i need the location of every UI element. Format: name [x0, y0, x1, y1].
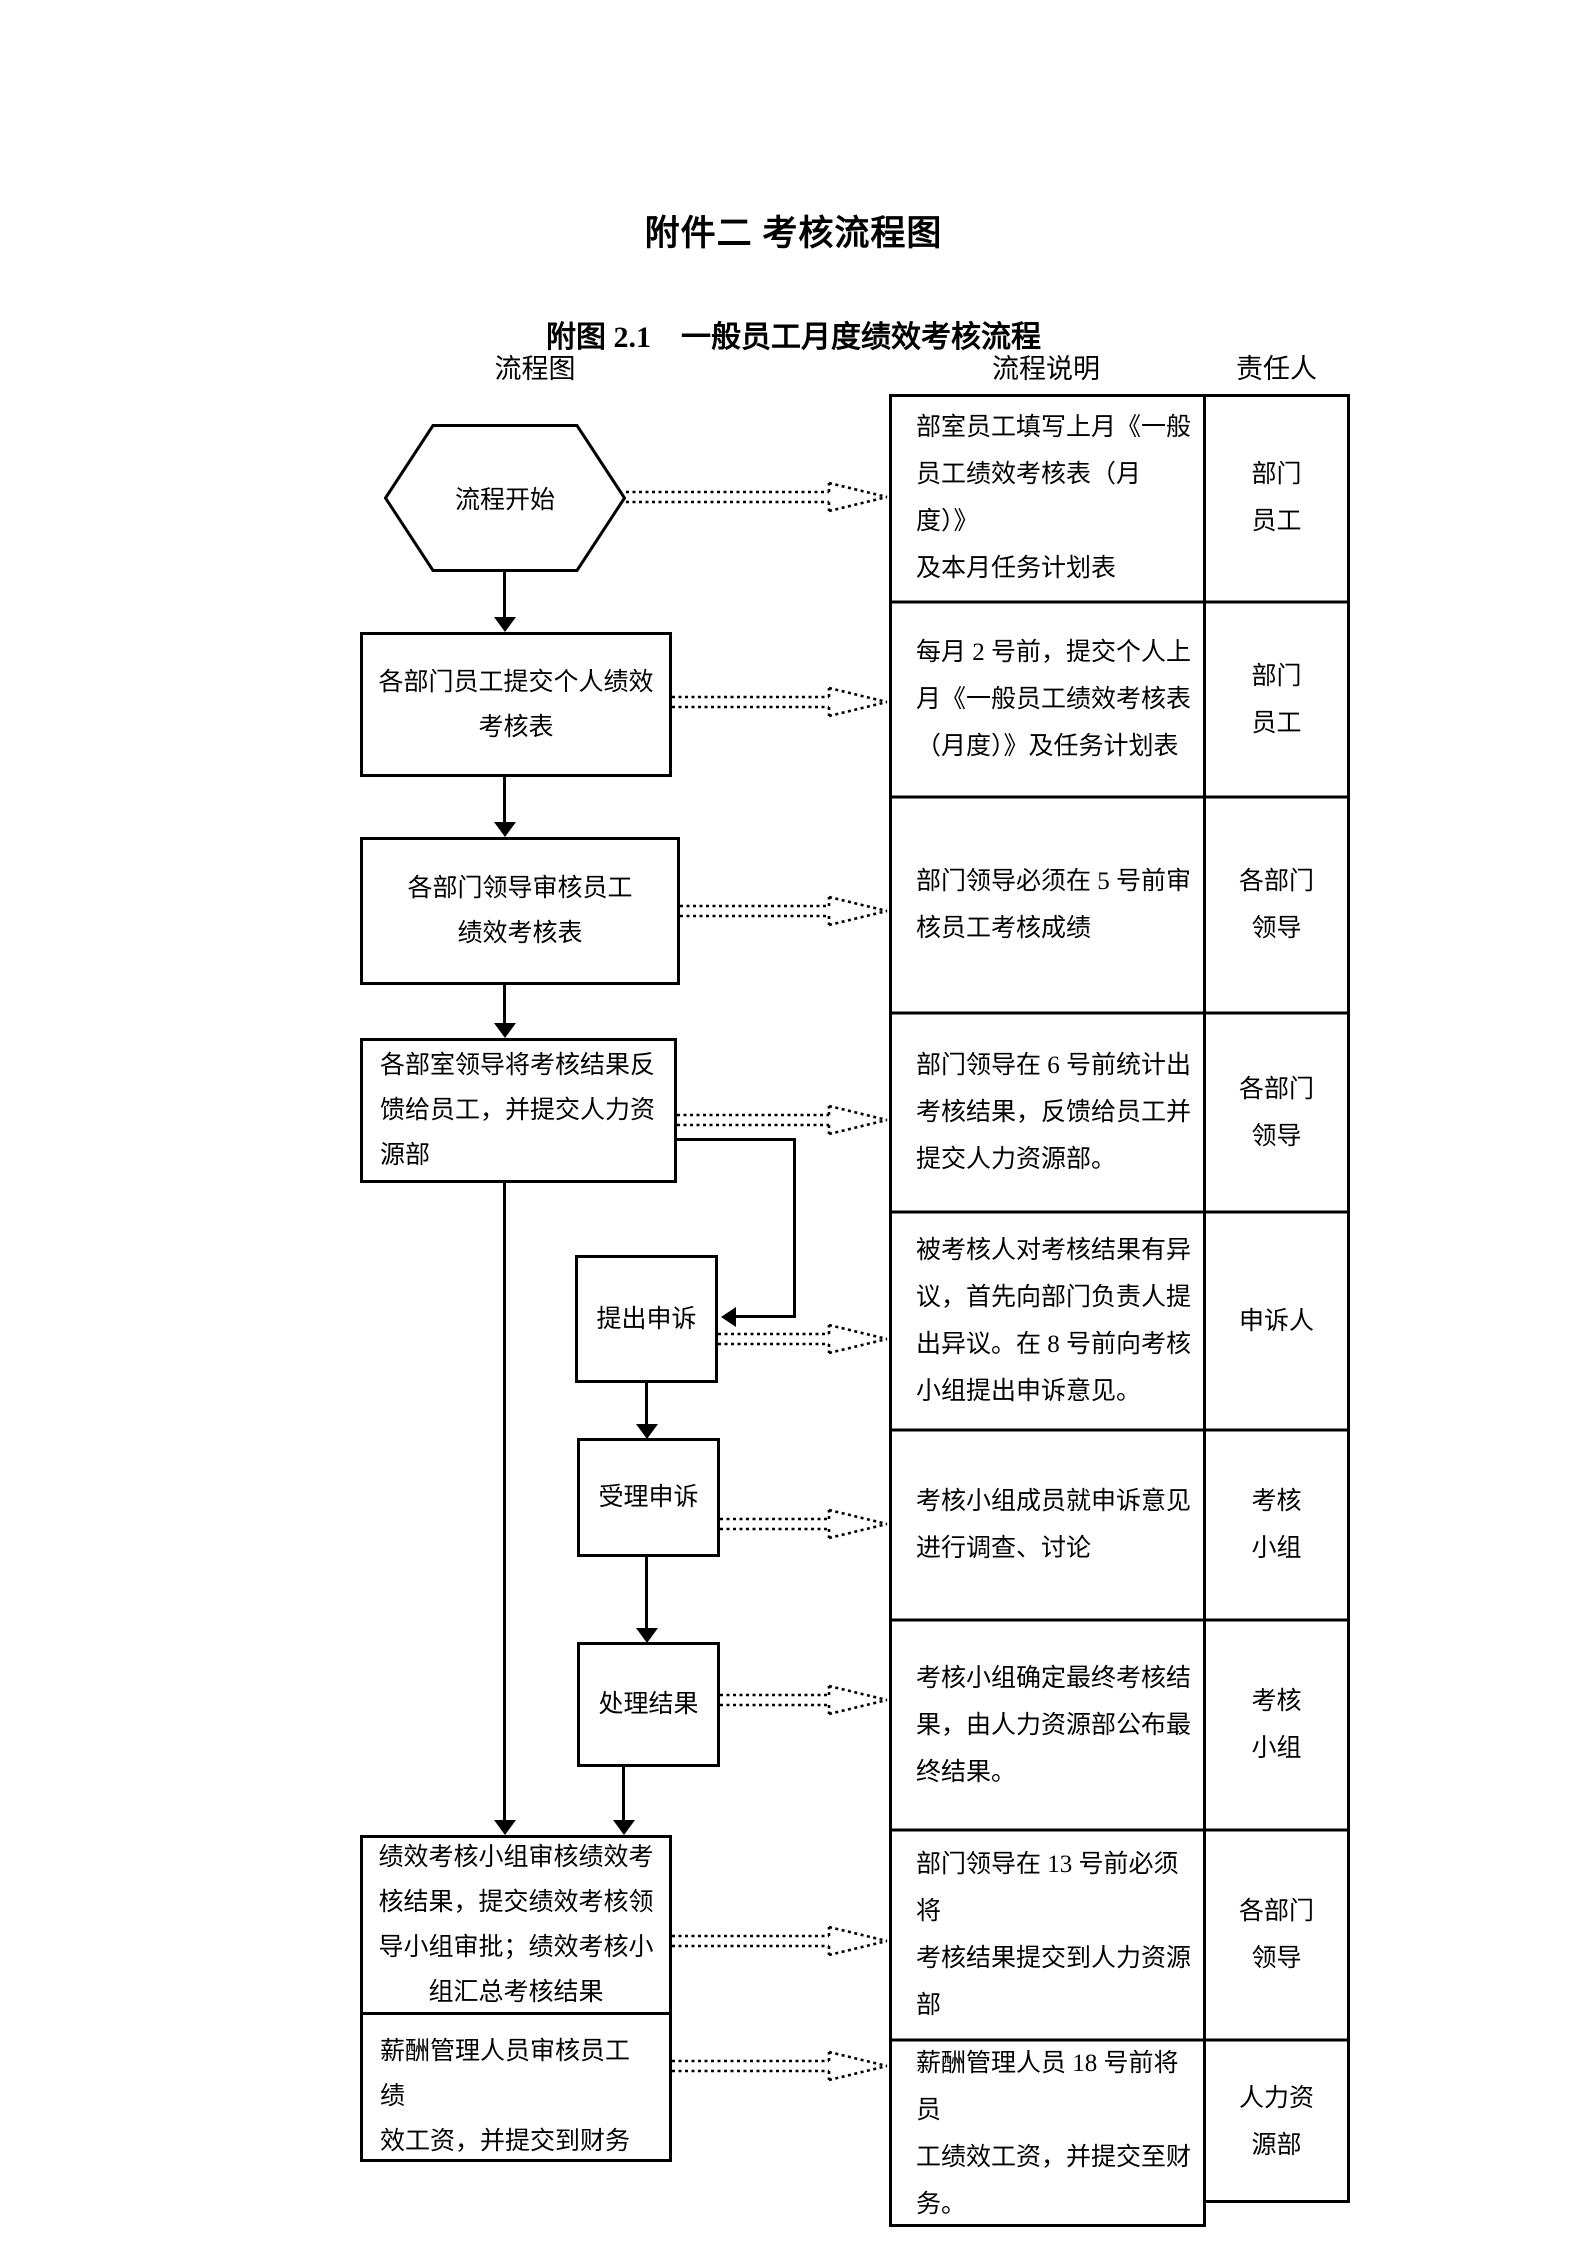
flow-node-appeal: 提出申诉: [575, 1255, 718, 1383]
table-row-7-description: 考核小组确定最终考核结 果，由人力资源部公布最 终结果。: [916, 1664, 1192, 1786]
connector-submit-review: [503, 777, 506, 823]
flow-node-start: 流程开始: [384, 424, 626, 572]
connector-feedback-summary: [503, 1183, 506, 1821]
table-row-6-description: 考核小组成员就申诉意见 进行调查、讨论: [916, 1488, 1192, 1562]
table-row-6-responsible: 考核 小组: [1251, 1488, 1302, 1562]
column-header-flowchart: 流程图: [494, 354, 576, 384]
flow-node-salary-label: 薪酬管理人员审核员工绩 效工资，并提交到财务: [380, 2038, 631, 2155]
table-row-2-description: 每月 2 号前，提交个人上 月《一般员工绩效考核表 （月度）》及任务计划表: [916, 639, 1192, 760]
arrowhead-feedback-appeal: [721, 1306, 736, 1327]
arrowhead-start-submit: [493, 617, 516, 632]
dashed-arrow-salary: [672, 2050, 888, 2082]
flow-node-result-label: 处理结果: [598, 1691, 699, 1718]
flow-node-review-label: 各部门领导审核员工 绩效考核表: [407, 875, 633, 947]
table-row-1-description: 部室员工填写上月《一般 员工绩效考核表（月度）》 及本月任务计划表: [916, 414, 1192, 582]
table-row-4-responsible: 各部门 领导: [1238, 1075, 1314, 1150]
flow-node-submit: 各部门员工提交个人绩效 考核表: [360, 632, 672, 777]
dashed-arrow-result: [720, 1684, 888, 1716]
arrowhead-submit-review: [493, 822, 516, 837]
connector-feedback-appeal-h2: [736, 1315, 796, 1318]
dashed-arrow-start: [626, 481, 888, 513]
connector-feedback-appeal-h1: [677, 1138, 796, 1141]
table-row-4-description: 部门领导在 6 号前统计出 考核结果，反馈给员工并 提交人力资源部。: [916, 1052, 1192, 1173]
flow-node-start-label: 流程开始: [454, 487, 555, 514]
dashed-arrow-review: [680, 895, 888, 927]
connector-feedback-appeal-v: [793, 1138, 796, 1318]
connector-start-submit: [503, 572, 506, 618]
hexagon-shape: [384, 424, 626, 572]
table-row-8-responsible: 各部门 领导: [1238, 1898, 1314, 1972]
dashed-arrow-submit: [672, 686, 888, 718]
arrowhead-accept-result: [635, 1628, 658, 1643]
flow-node-feedback-label: 各部室领导将考核结果反 馈给员工，并提交人力资 源部: [380, 1052, 656, 1169]
table-row-8-description: 部门领导在 13 号前必须将 考核结果提交到人力资源 部: [916, 1851, 1192, 2019]
table-row-1-responsible: 部门 员工: [1251, 461, 1302, 535]
table-row-5-responsible: 申诉人: [1238, 1307, 1314, 1335]
connector-result-summary: [622, 1767, 625, 1821]
connector-accept-result: [645, 1557, 648, 1629]
column-header-responsible: 责任人: [1236, 354, 1317, 384]
arrowhead-result-summary: [612, 1820, 635, 1835]
table-row-3-responsible: 各部门 领导: [1238, 868, 1314, 942]
dashed-arrow-accept: [720, 1508, 888, 1540]
table-row-9-description: 薪酬管理人员 18 号前将员 工绩效工资，并提交至财 务。: [916, 2049, 1192, 2218]
flow-node-review: 各部门领导审核员工 绩效考核表: [360, 837, 680, 985]
dashed-arrow-appeal: [718, 1323, 888, 1355]
flow-node-submit-label: 各部门员工提交个人绩效 考核表: [378, 668, 654, 741]
flow-node-summary-label: 绩效考核小组审核绩效考 核结果，提交绩效考核领 导小组审批；绩效考核小 组汇总考…: [378, 1844, 654, 2006]
flow-node-result: 处理结果: [577, 1642, 720, 1767]
table-row-7-responsible: 考核 小组: [1251, 1688, 1302, 1762]
connector-appeal-accept: [645, 1383, 648, 1425]
arrowhead-review-feedback: [493, 1023, 516, 1038]
flow-node-accept-label: 受理申诉: [598, 1484, 699, 1511]
flow-node-salary: 薪酬管理人员审核员工绩 效工资，并提交到财务: [360, 2012, 672, 2162]
dashed-arrow-summary: [672, 1925, 888, 1957]
column-header-description: 流程说明: [992, 354, 1100, 384]
flow-node-summary: 绩效考核小组审核绩效考 核结果，提交绩效考核领 导小组审批；绩效考核小 组汇总考…: [360, 1835, 672, 2015]
table-row-3-description: 部门领导必须在 5 号前审 核员工考核成绩: [916, 868, 1192, 942]
dashed-arrow-feedback: [677, 1104, 888, 1136]
flow-node-feedback: 各部室领导将考核结果反 馈给员工，并提交人力资 源部: [360, 1038, 677, 1183]
flow-node-appeal-label: 提出申诉: [596, 1305, 697, 1333]
table-row-2-responsible: 部门 员工: [1251, 662, 1302, 737]
arrowhead-appeal-accept: [635, 1424, 658, 1439]
table-row-5-description: 被考核人对考核结果有异 议，首先向部门负责人提 出异议。在 8 号前向考核 小组…: [916, 1237, 1192, 1405]
page-title: 附件二 考核流程图: [644, 214, 943, 253]
flow-node-accept: 受理申诉: [577, 1438, 720, 1557]
arrowhead-feedback-summary: [493, 1820, 516, 1835]
connector-review-feedback: [503, 985, 506, 1024]
table-row-9-responsible: 人力资 源部: [1238, 2084, 1314, 2159]
figure-subtitle: 附图 2.1 一般员工月度绩效考核流程: [546, 321, 1041, 354]
